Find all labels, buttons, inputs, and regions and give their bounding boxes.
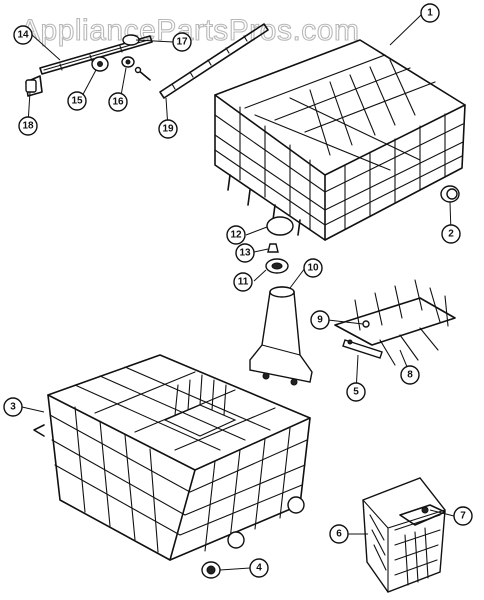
upper-rack-part — [214, 39, 466, 241]
callout-3: 3 — [3, 397, 23, 417]
callout-7: 7 — [453, 506, 473, 526]
leader-lines — [21, 14, 455, 571]
callout-8: 8 — [400, 365, 420, 385]
callout-13: 13 — [235, 243, 255, 263]
svg-text:6: 6 — [336, 529, 342, 540]
svg-text:16: 16 — [112, 97, 124, 108]
svg-text:14: 14 — [17, 30, 29, 41]
callout-12: 12 — [226, 225, 246, 245]
callout-1: 1 — [420, 3, 440, 23]
callout-16: 16 — [108, 92, 128, 112]
silverware-basket-part — [362, 477, 446, 593]
svg-text:7: 7 — [460, 511, 466, 522]
upper-rack-wheel-part — [440, 185, 460, 203]
callout-19: 19 — [158, 119, 178, 139]
callout-2: 2 — [441, 224, 461, 244]
svg-text:2: 2 — [448, 229, 454, 240]
svg-text:13: 13 — [239, 248, 251, 259]
callout-4: 4 — [249, 558, 269, 578]
svg-text:11: 11 — [238, 277, 249, 288]
lower-rack-part — [33, 354, 311, 561]
lower-rack-wheel-part — [201, 561, 221, 579]
callout-5: 5 — [346, 382, 366, 402]
roller-assembly-part — [121, 34, 140, 68]
callout-17: 17 — [172, 32, 192, 52]
svg-text:12: 12 — [230, 230, 242, 241]
svg-text:4: 4 — [256, 563, 262, 574]
callout-15: 15 — [67, 91, 87, 111]
callout-18: 18 — [18, 116, 38, 136]
svg-text:3: 3 — [10, 402, 16, 413]
svg-text:18: 18 — [22, 121, 34, 132]
shelf-hinge-part — [342, 339, 383, 359]
rack-roller-part — [91, 56, 109, 72]
svg-text:17: 17 — [176, 37, 188, 48]
rail-stop-part — [25, 79, 37, 93]
svg-text:1: 1 — [427, 8, 433, 19]
tower-nut-part — [265, 258, 289, 274]
svg-text:5: 5 — [353, 387, 359, 398]
wash-tower-part — [249, 286, 313, 386]
svg-text:15: 15 — [71, 96, 83, 107]
callout-10: 10 — [303, 258, 323, 278]
callout-14: 14 — [13, 25, 33, 45]
roller-pin-part — [134, 66, 151, 81]
rail-trim-part — [159, 23, 269, 99]
svg-text:10: 10 — [307, 263, 319, 274]
tower-screw-part — [267, 243, 279, 253]
callout-11: 11 — [233, 272, 253, 292]
svg-text:9: 9 — [317, 315, 323, 326]
basket-lid-part — [399, 504, 446, 526]
svg-text:19: 19 — [162, 124, 174, 135]
tower-cap-part — [266, 216, 294, 236]
callout-6: 6 — [329, 524, 349, 544]
callout-9: 9 — [310, 310, 330, 330]
cup-shelf-part — [334, 279, 456, 366]
svg-text:8: 8 — [407, 370, 413, 381]
